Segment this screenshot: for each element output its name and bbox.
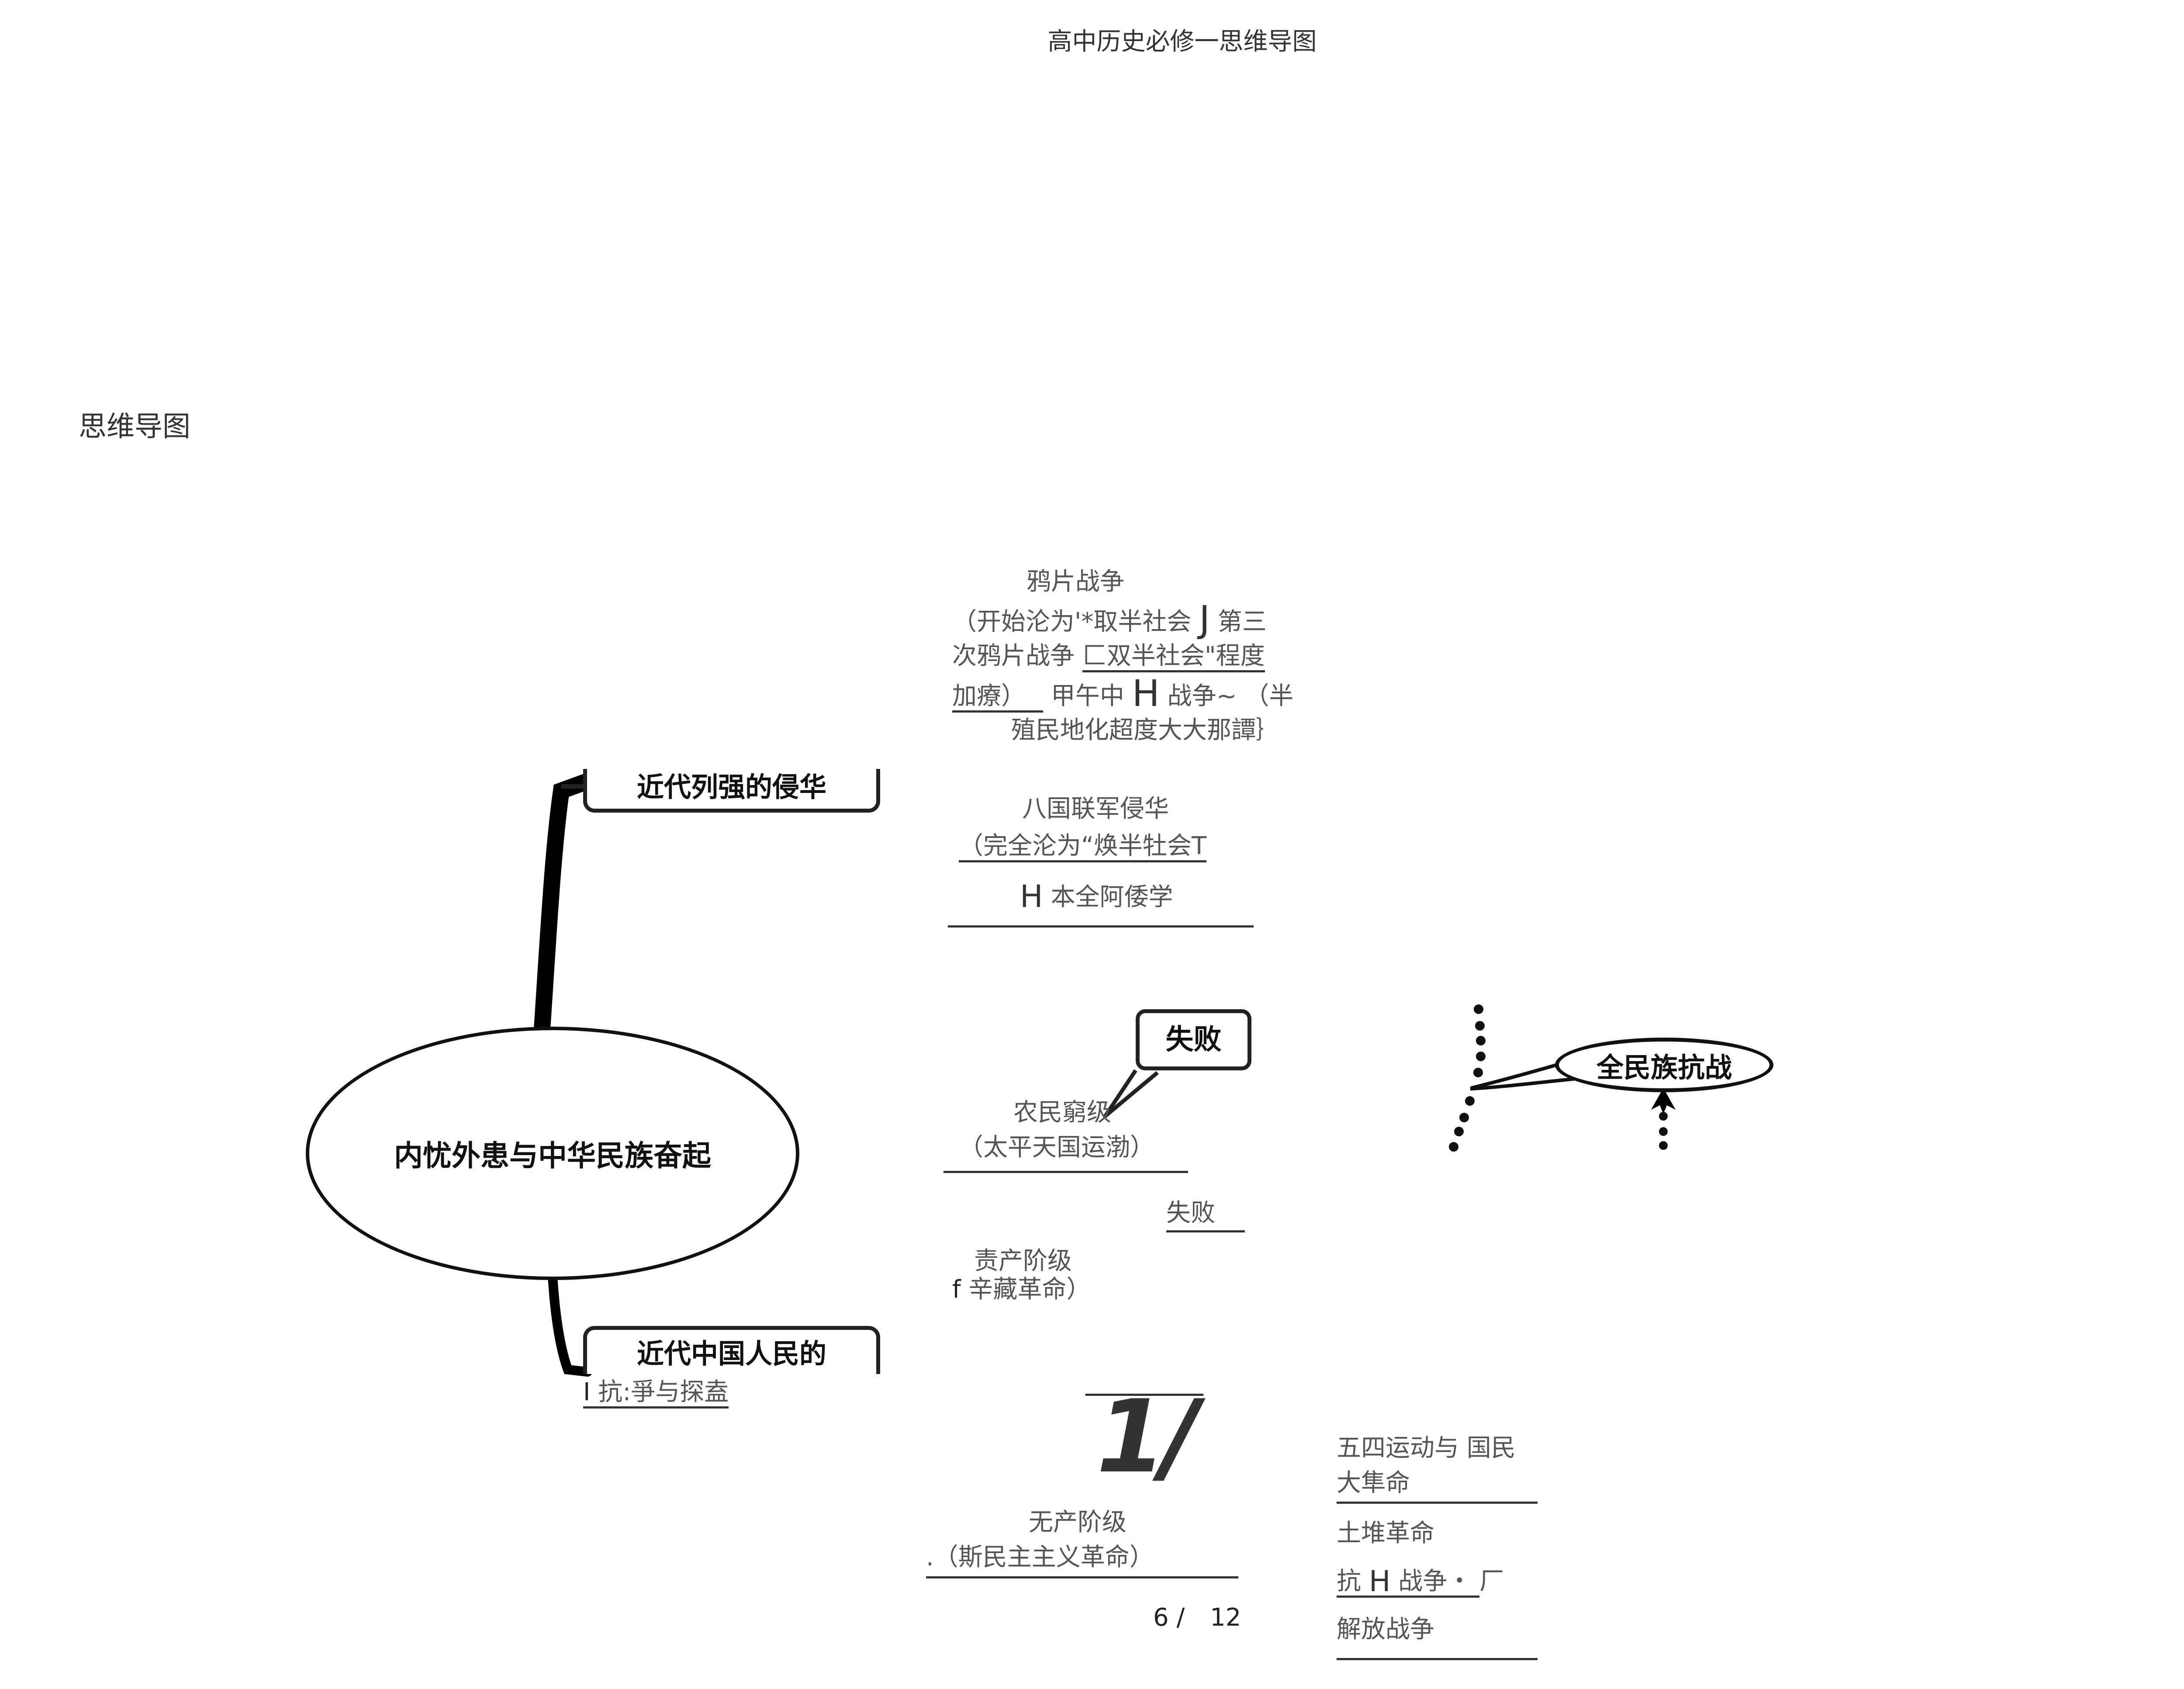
opium-war-title: 鸦片战争 xyxy=(1026,568,1124,596)
section-title: 思维导图 xyxy=(79,411,190,443)
callout-all-nation-resistance: 全民族抗战 xyxy=(1555,1038,1773,1092)
callout-fail: 失败 xyxy=(1136,1009,1251,1070)
page-total: 12 xyxy=(1210,1603,1241,1632)
bourgeois-note: f 辛藏革命） xyxy=(952,1275,1091,1304)
fail-text: 失败 xyxy=(1166,1199,1215,1227)
branch-node-struggle: 近代中国人民的 xyxy=(583,1326,880,1374)
bourgeois-title: 责产阶级 xyxy=(974,1247,1072,1275)
divider-line xyxy=(1337,1658,1538,1660)
right-list-item-1a: 五四运动与 国民 xyxy=(1337,1434,1516,1462)
peasant-title: 农民窮级 xyxy=(1013,1098,1111,1127)
page-number: 6 / 12 xyxy=(1153,1603,1241,1632)
eight-nation-note: （完全沦为“焕半牡会T xyxy=(959,828,1207,865)
slash-mark: 1/ xyxy=(1096,1379,1199,1495)
central-topic-label: 内忧外患与中华民族奋起 xyxy=(394,1139,711,1173)
eight-nation-title: 八国联军侵华 xyxy=(1022,795,1169,823)
divider-line xyxy=(926,1576,1238,1578)
branch-struggle-label: 近代中国人民的 xyxy=(636,1338,826,1370)
central-topic-node: 内忧外患与中华民族奋起 xyxy=(306,1027,799,1280)
branch-connector-bottom xyxy=(548,1271,592,1377)
divider-line xyxy=(948,925,1254,928)
branch-node-invasion: 近代列强的侵华 xyxy=(583,769,880,813)
opium-war-line-1: （开始沦为'*取半社会 J 第三 xyxy=(952,598,1267,640)
proletariat-note: .（斯民主主义革命） xyxy=(926,1543,1154,1571)
peasant-note: （太平天国运渤） xyxy=(959,1133,1154,1162)
right-list-item-1b: 大隼命 xyxy=(1337,1469,1410,1497)
right-list-item-4: 解放战争 xyxy=(1337,1615,1434,1644)
callout-tail-fail xyxy=(1103,1069,1159,1118)
right-list-item-2: 土堆革命 xyxy=(1337,1519,1434,1547)
branch-struggle-sublabel: I 抗:爭与探盍 xyxy=(583,1374,729,1411)
page-separator: / xyxy=(1176,1603,1185,1632)
opium-war-line-3: 加療） 甲午中 H 战争~ （半 xyxy=(952,672,1294,715)
branch-invasion-label: 近代列强的侵华 xyxy=(636,771,826,803)
japan-invasion: H 本全阿倭学 xyxy=(1020,879,1173,914)
proletariat-title: 无产阶级 xyxy=(1029,1508,1127,1537)
divider-line xyxy=(1166,1230,1245,1232)
divider-line xyxy=(943,1171,1188,1173)
page-current: 6 xyxy=(1153,1603,1169,1632)
divider-line xyxy=(1085,1394,1203,1396)
opium-war-line-2: 次鸦片战争 匚双半社会"程度 xyxy=(952,638,1265,675)
divider-line xyxy=(1337,1502,1538,1504)
document-title: 高中历史必修一思维导图 xyxy=(1047,28,1317,56)
branch-connector-top xyxy=(533,774,594,1044)
right-list-item-3: 抗 H 战争・ 厂 xyxy=(1337,1564,1504,1598)
opium-war-line-4: 殖民地化超度大大那譚｝ xyxy=(1011,716,1280,744)
